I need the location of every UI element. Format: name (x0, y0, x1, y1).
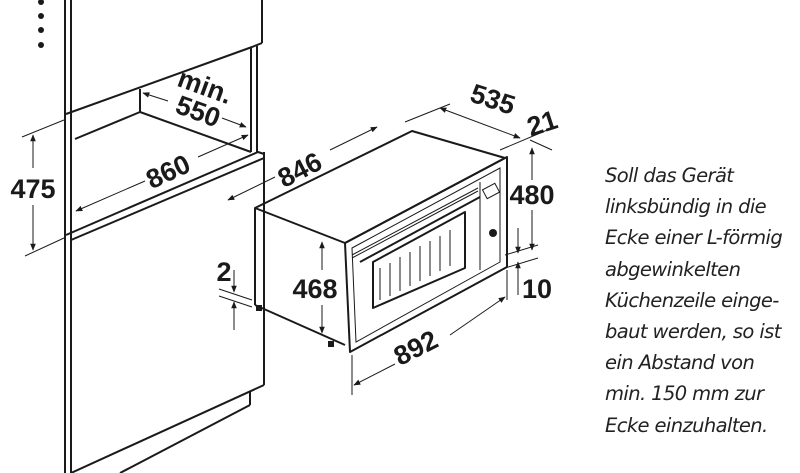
dim-468: 468 (292, 274, 337, 304)
dim-846: 846 (273, 146, 327, 193)
dim-480: 480 (509, 180, 554, 210)
oven-rack (379, 230, 451, 300)
dim-21: 21 (523, 105, 561, 143)
dim-2: 2 (216, 257, 231, 287)
dimension-lines (21, 92, 553, 395)
note-line: min. 150 mm zur (605, 382, 764, 406)
continuation-dots (38, 0, 44, 48)
note-line: Ecke einer L-förmig (605, 226, 783, 250)
note-line: Soll das Gerät (605, 164, 734, 187)
control-knob (489, 229, 497, 237)
note-line: Ecke einzuhalten. (605, 413, 768, 437)
dim-892: 892 (389, 324, 443, 371)
installation-note: Soll das Gerät linksbündig in die Ecke e… (605, 160, 795, 441)
note-line: Küchenzeile einge- (605, 288, 779, 312)
note-line: linksbündig in die (605, 195, 767, 219)
note-line: abgewinkelten (605, 257, 741, 281)
door-handle (359, 196, 481, 263)
note-line: baut werden, so ist (605, 320, 781, 344)
dim-10: 10 (522, 274, 552, 304)
note-line: ein Abstand von (605, 351, 755, 375)
dim-860: 860 (141, 149, 195, 195)
dim-475: 475 (10, 174, 55, 204)
dim-535: 535 (467, 78, 519, 120)
kitchen-cabinet (64, 0, 265, 473)
door-window (372, 211, 466, 309)
oven (254, 130, 508, 353)
display (481, 182, 501, 200)
